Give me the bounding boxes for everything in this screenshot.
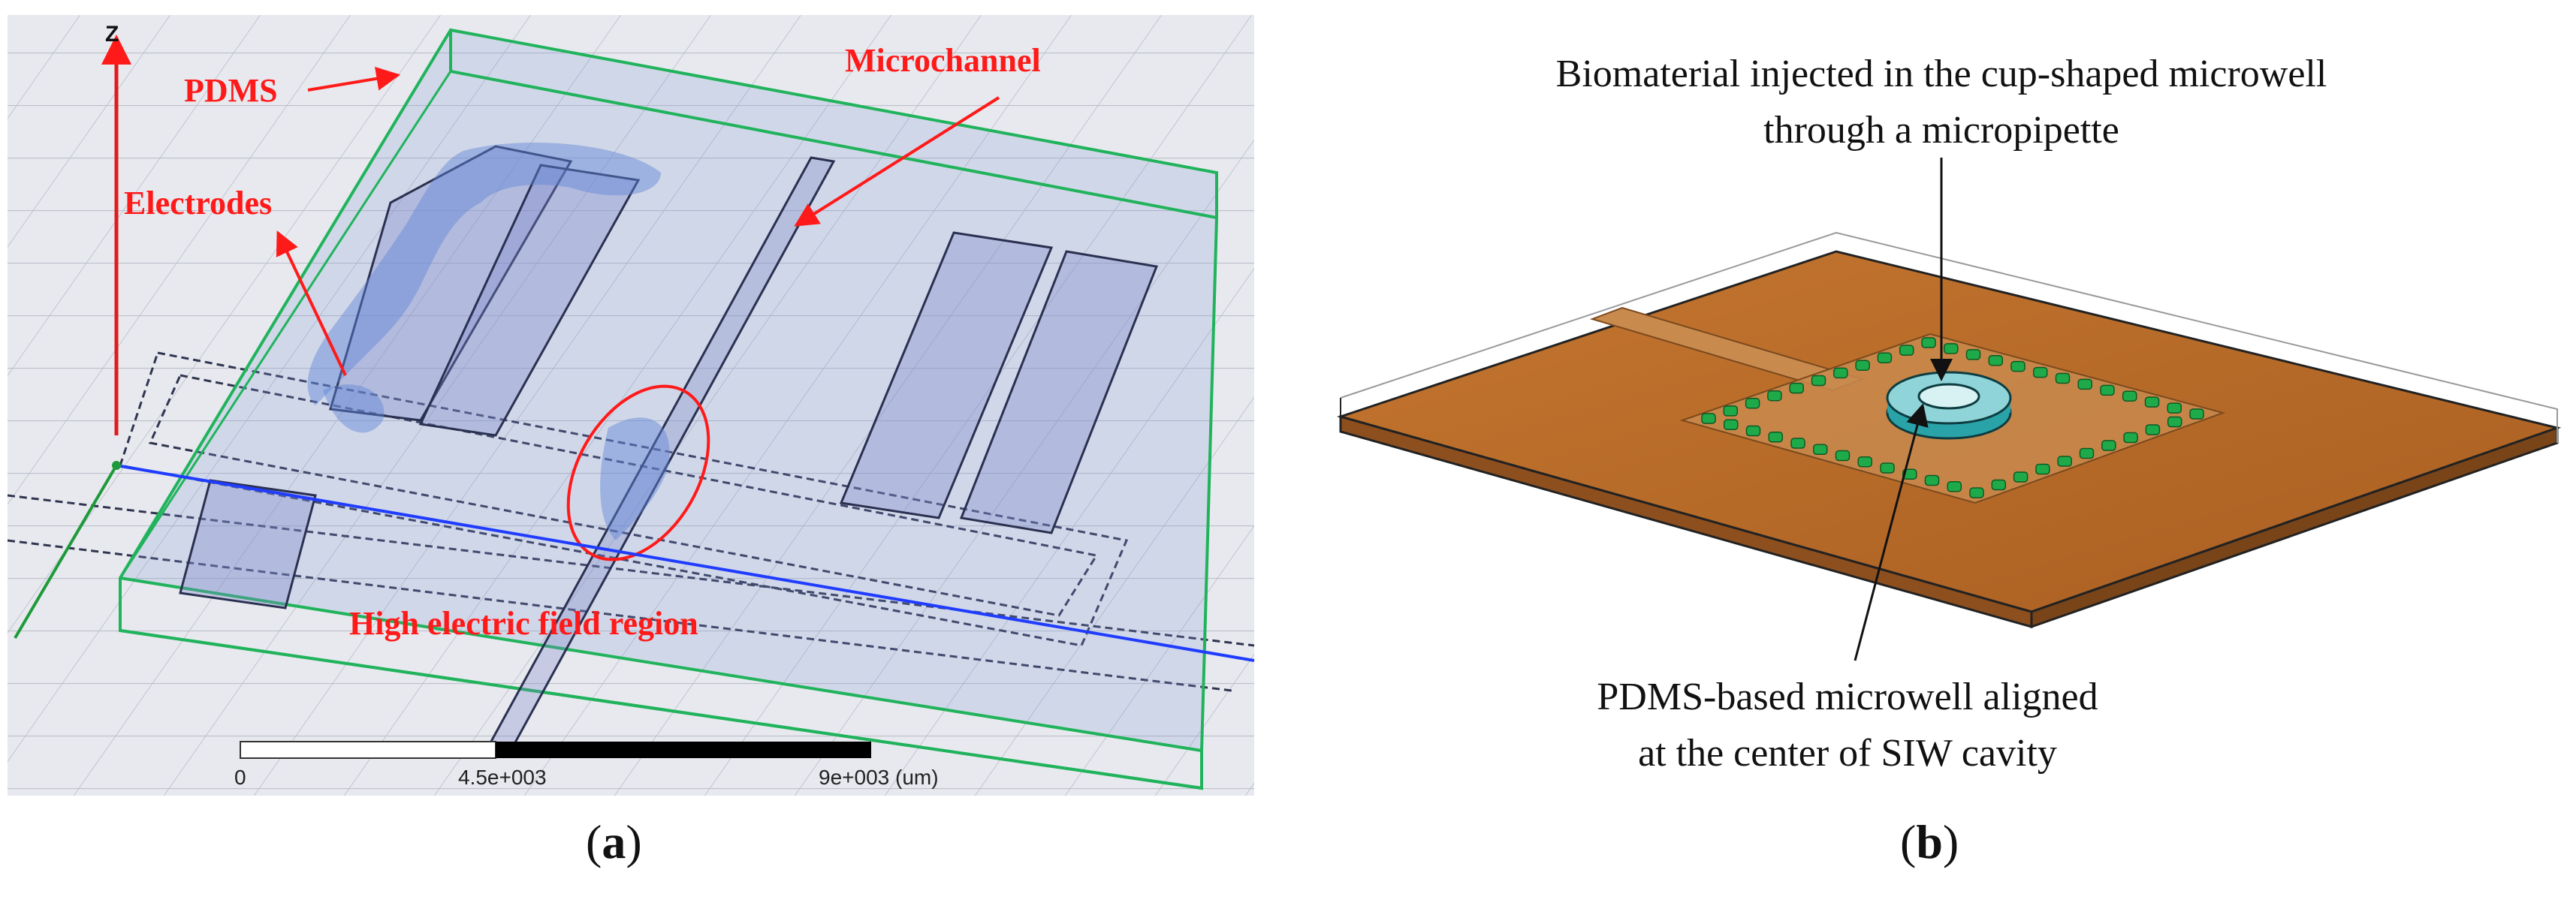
caption-a-letter: a bbox=[602, 815, 626, 868]
via bbox=[1991, 479, 2007, 491]
via bbox=[1965, 349, 1981, 360]
via bbox=[1811, 375, 1826, 387]
via bbox=[1790, 438, 1805, 449]
via bbox=[2189, 408, 2204, 420]
via-array bbox=[1701, 337, 2204, 498]
electrodes bbox=[179, 145, 1159, 610]
via bbox=[1745, 425, 1761, 437]
via bbox=[2122, 390, 2137, 402]
scale-tick-start: 0 bbox=[234, 766, 246, 789]
electrode-right-inner bbox=[839, 231, 1054, 519]
via bbox=[1835, 450, 1851, 462]
pdms-label: PDMS bbox=[184, 72, 278, 109]
via bbox=[1724, 419, 1739, 430]
via bbox=[1944, 343, 1959, 354]
via bbox=[2057, 456, 2072, 467]
via bbox=[2035, 463, 2050, 475]
top-annotation-line1: Biomaterial injected in the cup-shaped m… bbox=[1556, 53, 2327, 95]
via bbox=[2101, 440, 2116, 451]
via bbox=[1855, 360, 1870, 372]
via bbox=[1969, 487, 1984, 498]
top-annotation-line2: through a micropipette bbox=[1763, 109, 2119, 152]
via bbox=[1924, 474, 1940, 486]
via bbox=[2144, 396, 2160, 408]
bottom-annotation-line1: PDMS-based microwell aligned bbox=[1597, 676, 2098, 718]
panel-a: Z PDMS Microchannel Electrodes High elec… bbox=[7, 15, 1255, 796]
via bbox=[1813, 444, 1828, 455]
via bbox=[1857, 456, 1872, 468]
via bbox=[1902, 468, 1917, 480]
via bbox=[1947, 481, 1962, 492]
via bbox=[2123, 432, 2138, 444]
via bbox=[2079, 447, 2095, 459]
caption-b: (b) bbox=[1900, 815, 1959, 868]
electrodes-label: Electrodes bbox=[124, 185, 272, 221]
via bbox=[2033, 366, 2048, 378]
bottom-annotation-line2: at the center of SIW cavity bbox=[1638, 732, 2057, 775]
via bbox=[2077, 378, 2092, 390]
high-field-ellipse bbox=[566, 384, 710, 561]
panel-b: Biomaterial injected in the cup-shaped m… bbox=[1336, 53, 2562, 775]
via bbox=[1899, 345, 1914, 356]
via bbox=[1745, 398, 1760, 409]
panel-a-labels: PDMS Microchannel Electrodes High electr… bbox=[124, 42, 1041, 642]
via bbox=[1767, 390, 1782, 402]
electric-field-plot bbox=[307, 143, 670, 540]
electrode-left-inner bbox=[418, 164, 641, 437]
substrate-outline bbox=[7, 351, 1255, 692]
caption-a: (a) bbox=[586, 815, 642, 868]
microchannel-label: Microchannel bbox=[845, 42, 1041, 79]
scale-bar: 0 4.5e+003 9e+003 (um) bbox=[234, 741, 939, 789]
z-axis-label: Z bbox=[105, 22, 119, 47]
caption-b-letter: b bbox=[1916, 815, 1943, 868]
pdms-microwell bbox=[1886, 371, 2012, 440]
via bbox=[2055, 372, 2071, 384]
axes: Z bbox=[14, 22, 1255, 662]
top-annotation: Biomaterial injected in the cup-shaped m… bbox=[1556, 53, 2327, 152]
annotation-arrows bbox=[276, 66, 1000, 376]
via bbox=[1988, 355, 2003, 366]
via bbox=[1877, 352, 1893, 363]
via bbox=[1701, 413, 1716, 424]
via bbox=[1723, 405, 1739, 417]
electrode-left-outer bbox=[329, 145, 573, 422]
high-field-label: High electric field region bbox=[349, 605, 698, 642]
electrode-right-outer bbox=[959, 250, 1159, 534]
via bbox=[2013, 471, 2029, 483]
via bbox=[2100, 384, 2115, 396]
via bbox=[2010, 360, 2026, 372]
via bbox=[1880, 462, 1895, 474]
scale-tick-end: 9e+003 (um) bbox=[819, 766, 939, 789]
panel-a-background bbox=[8, 15, 1254, 796]
via bbox=[2145, 424, 2161, 435]
pdms-block bbox=[119, 28, 1218, 790]
via bbox=[1768, 432, 1783, 443]
via bbox=[1789, 382, 1804, 394]
bottom-annotation: PDMS-based microwell aligned at the cent… bbox=[1597, 676, 2098, 775]
electrode-bottom-left bbox=[179, 479, 317, 610]
via bbox=[1921, 337, 1936, 348]
via bbox=[2167, 402, 2182, 414]
via bbox=[2167, 416, 2182, 428]
via bbox=[1833, 367, 1848, 379]
panel-b-pointers bbox=[1854, 158, 1953, 661]
scale-tick-mid: 4.5e+003 bbox=[458, 766, 547, 789]
